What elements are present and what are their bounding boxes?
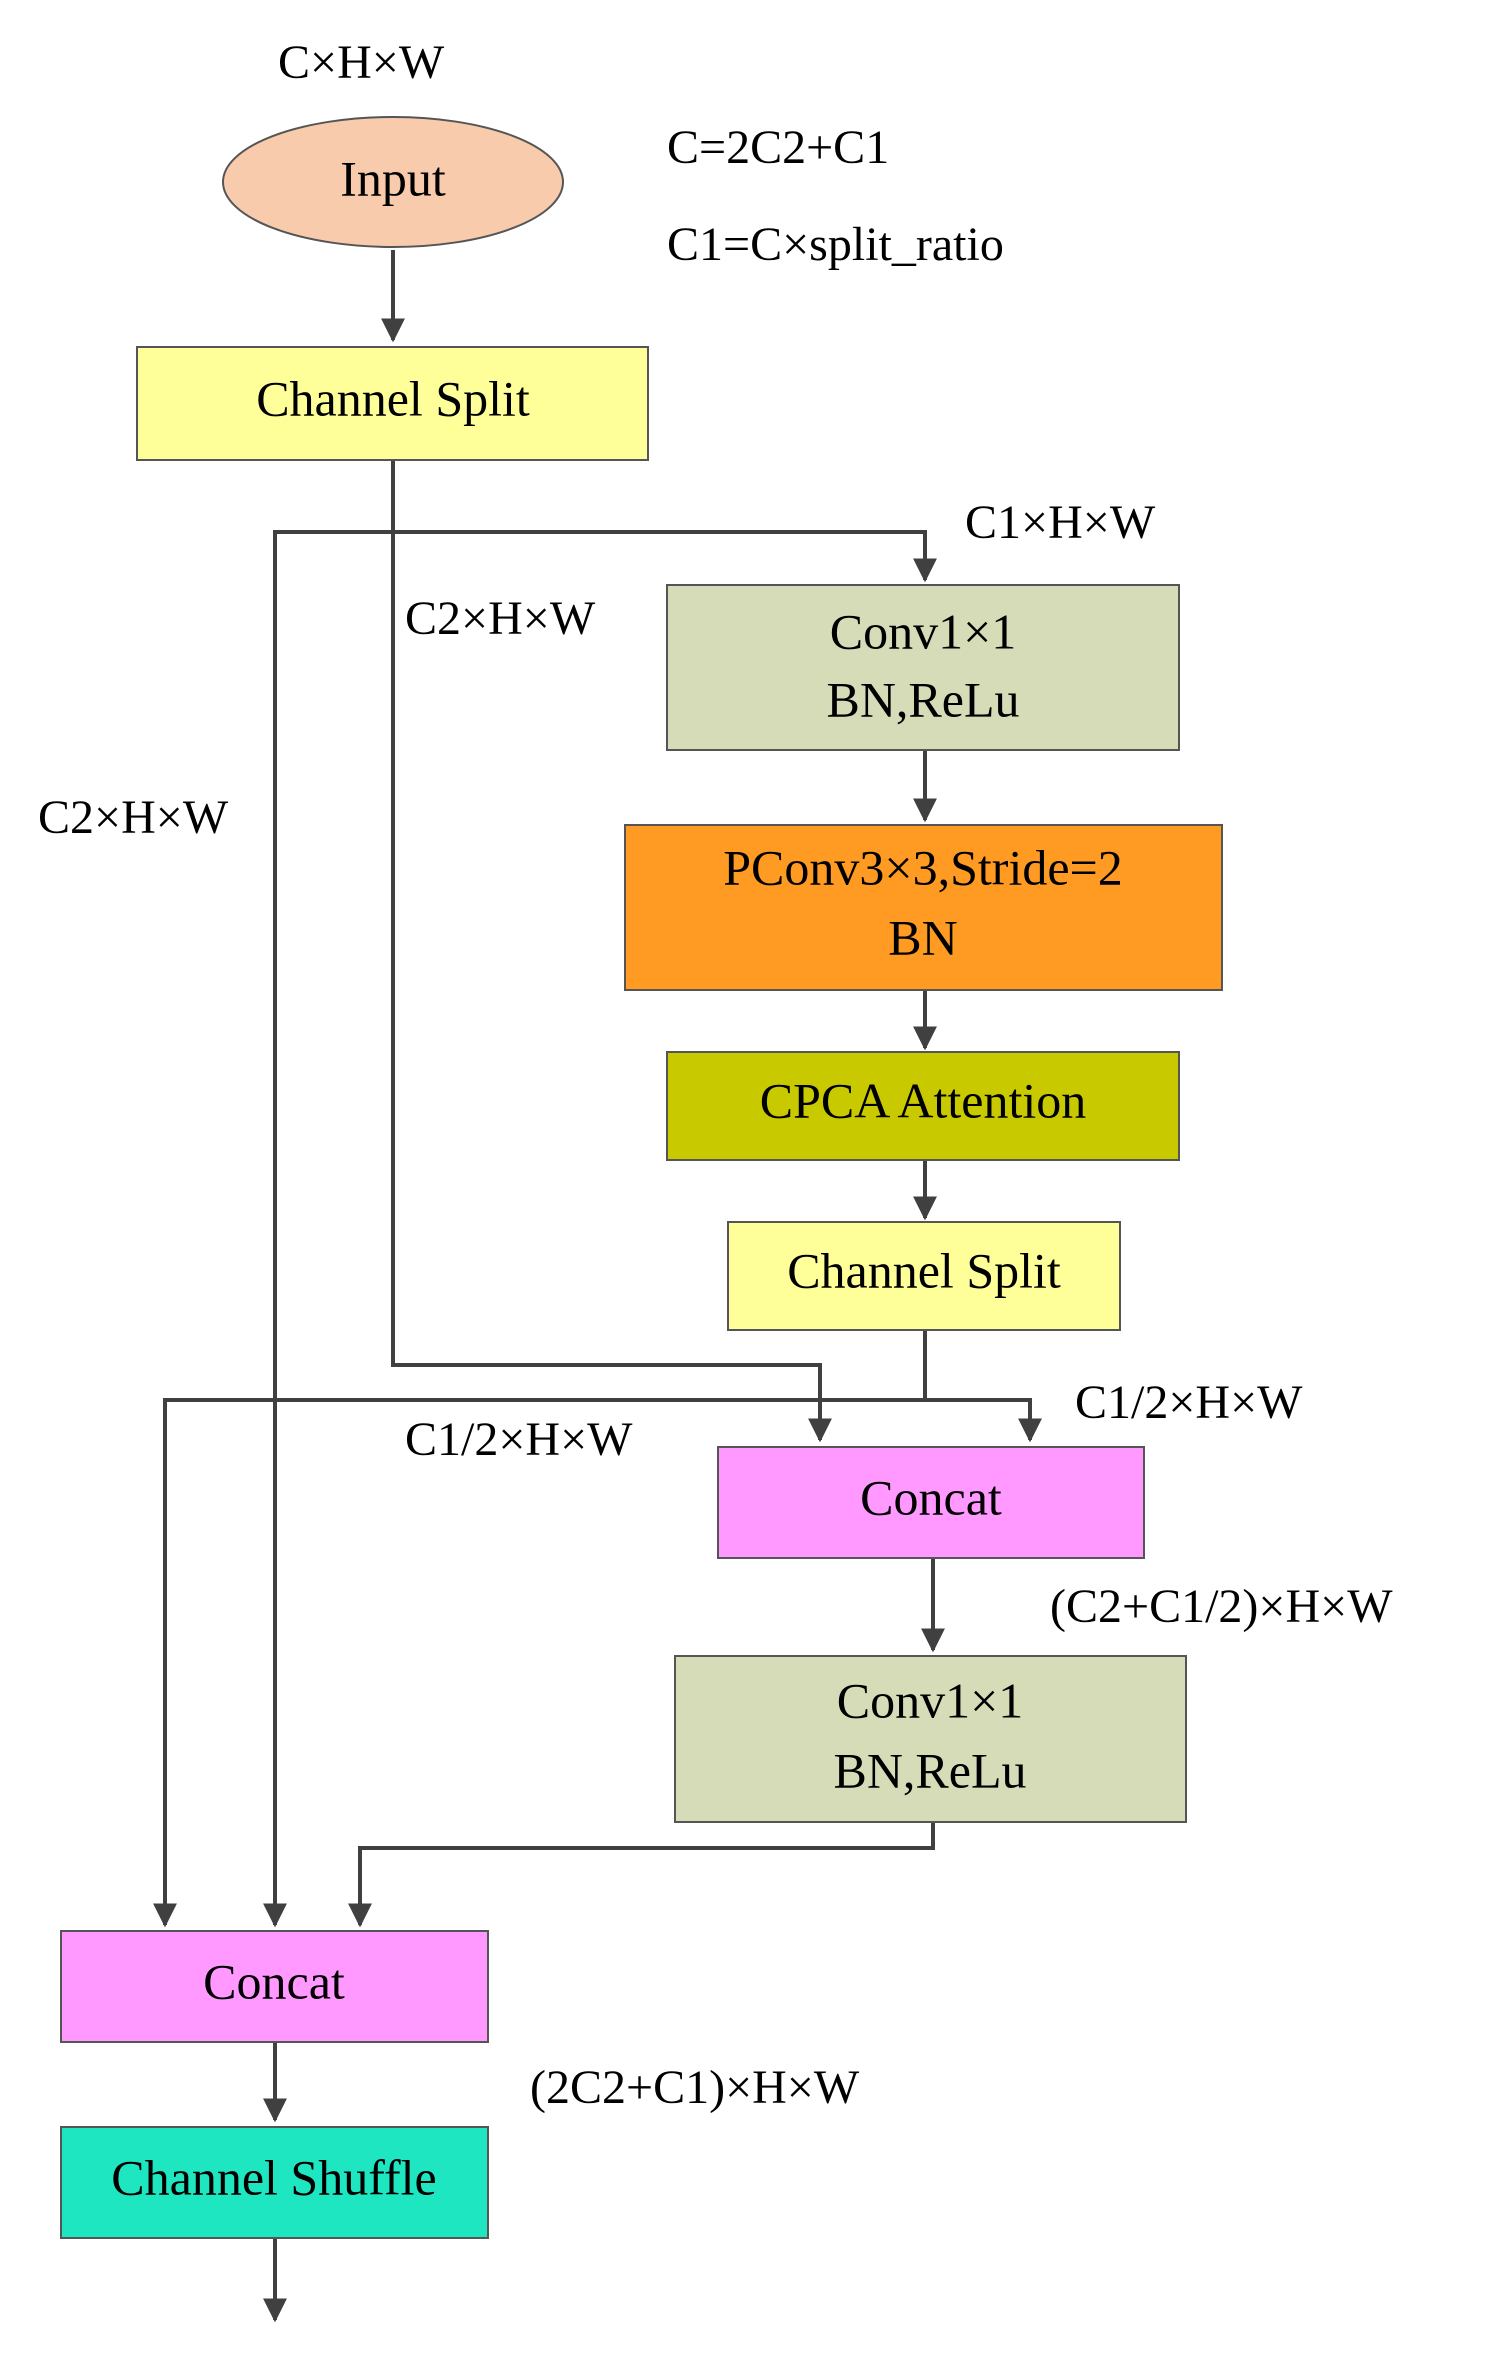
conv2-line1: Conv1×1 [837, 1672, 1024, 1728]
channel-split-top-label: Channel Split [256, 370, 530, 426]
pconv-line1: PConv3×3,Stride=2 [723, 839, 1123, 895]
edge-split-to-conv1 [391, 460, 937, 583]
branch-c1-label: C1×H×W [965, 496, 1156, 549]
concat-outer-box [60, 1930, 489, 2043]
channel-shuffle-box [60, 2126, 489, 2239]
half-right-label: C1/2×H×W [1075, 1376, 1303, 1429]
channel-shuffle-node: Channel Shuffle [60, 2126, 489, 2239]
edge-split-to-concat-right [923, 1330, 1042, 1443]
channel-split-mid-label: Channel Split [787, 1242, 1061, 1298]
conv1-box [666, 584, 1180, 751]
concat-outer-node: Concat [60, 1930, 489, 2043]
pconv-box [624, 824, 1223, 991]
equation-c1: C1=C×split_ratio [667, 218, 1004, 271]
cpca-node: CPCA Attention [666, 1051, 1180, 1161]
conv2-box [674, 1655, 1187, 1823]
conv1-line2: BN,ReLu [826, 671, 1019, 727]
edge-split-to-inner-concat [391, 532, 832, 1443]
half-left-label: C1/2×H×W [405, 1413, 633, 1466]
equation-c: C=2C2+C1 [667, 121, 889, 174]
input-shape-label: C×H×W [278, 36, 445, 89]
channel-split-top-box [136, 346, 649, 461]
cpca-box [666, 1051, 1180, 1161]
conv2-node: Conv1×1 BN,ReLu [674, 1655, 1187, 1823]
conv2-line2: BN,ReLu [833, 1742, 1026, 1798]
cpca-label: CPCA Attention [760, 1072, 1086, 1128]
pconv-line2: BN [888, 909, 957, 965]
concat-inner-box [717, 1446, 1145, 1559]
branch-c2-outer-label: C2×H×W [38, 791, 229, 844]
concat-inner-label: Concat [860, 1469, 1002, 1525]
conv1-node: Conv1×1 BN,ReLu [666, 584, 1180, 751]
channel-split-mid-node: Channel Split [727, 1221, 1121, 1331]
input-ellipse [222, 116, 564, 248]
concat-inner-output-label: (C2+C1/2)×H×W [1050, 1580, 1393, 1633]
channel-shuffle-label: Channel Shuffle [111, 2149, 436, 2205]
concat-outer-label: Concat [203, 1953, 345, 2009]
input-label: Input [340, 150, 446, 206]
conv1-line1: Conv1×1 [830, 603, 1017, 659]
channel-split-top-node: Channel Split [136, 346, 649, 461]
input-node: Input [222, 116, 564, 248]
channel-split-mid-box [727, 1221, 1121, 1331]
edge-conv2-to-outer-concat [348, 1822, 935, 1928]
branch-c2-inner-label: C2×H×W [405, 592, 596, 645]
edge-split-to-outer-concat [263, 530, 393, 1928]
edge-split-to-outer-concat-half [153, 1398, 925, 1928]
concat-outer-output-label: (2C2+C1)×H×W [530, 2061, 860, 2114]
pconv-node: PConv3×3,Stride=2 BN [624, 824, 1223, 991]
concat-inner-node: Concat [717, 1446, 1145, 1559]
